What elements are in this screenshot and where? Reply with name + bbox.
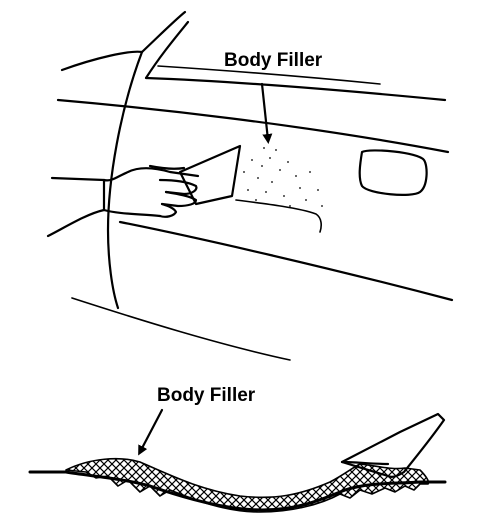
finger-ring (158, 202, 178, 218)
door-front-edge (106, 50, 144, 310)
spreader-edge (340, 460, 390, 466)
panel-surface-line (28, 470, 447, 512)
arm-upper-outline (50, 167, 200, 182)
arrow-bottom (138, 408, 164, 456)
rocker-line (71, 297, 291, 361)
car-panel-drawing (46, 10, 454, 361)
cross-section-drawing (28, 408, 447, 513)
filler-stipple (243, 147, 323, 207)
finger-middle (160, 190, 198, 208)
label-body-filler-bottom: Body Filler (157, 385, 256, 406)
pillar-line-outer (140, 10, 187, 54)
window-trim-line (157, 65, 381, 85)
spreader-section (340, 412, 446, 478)
lower-body-line (118, 220, 454, 302)
thumb (148, 164, 186, 170)
label-body-filler-top: Body Filler (224, 50, 323, 71)
pillar-line-inner (144, 20, 190, 80)
finger-index (158, 178, 198, 196)
arm-lower-outline (46, 208, 162, 238)
filler-contour (235, 199, 322, 233)
roof-edge-line (60, 50, 144, 72)
filler-cross-section (65, 457, 430, 513)
fuel-door (358, 149, 428, 196)
body-crease-line (56, 98, 450, 154)
arrow-top (260, 82, 273, 144)
window-sill-line (144, 76, 447, 102)
